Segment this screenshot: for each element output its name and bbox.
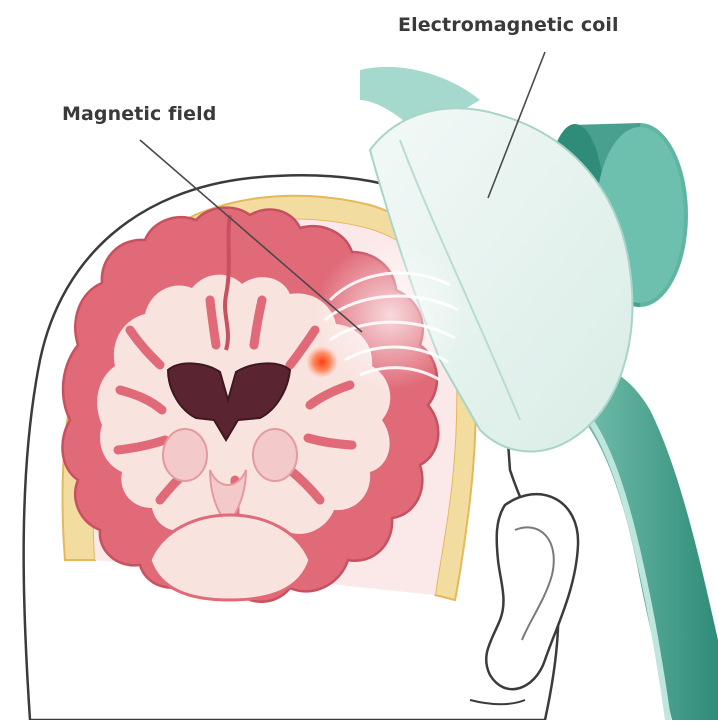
electromagnetic-coil-label: Electromagnetic coil [398,14,619,36]
stimulation-spot [306,346,338,378]
magnetic-field-label: Magnetic field [62,103,216,125]
